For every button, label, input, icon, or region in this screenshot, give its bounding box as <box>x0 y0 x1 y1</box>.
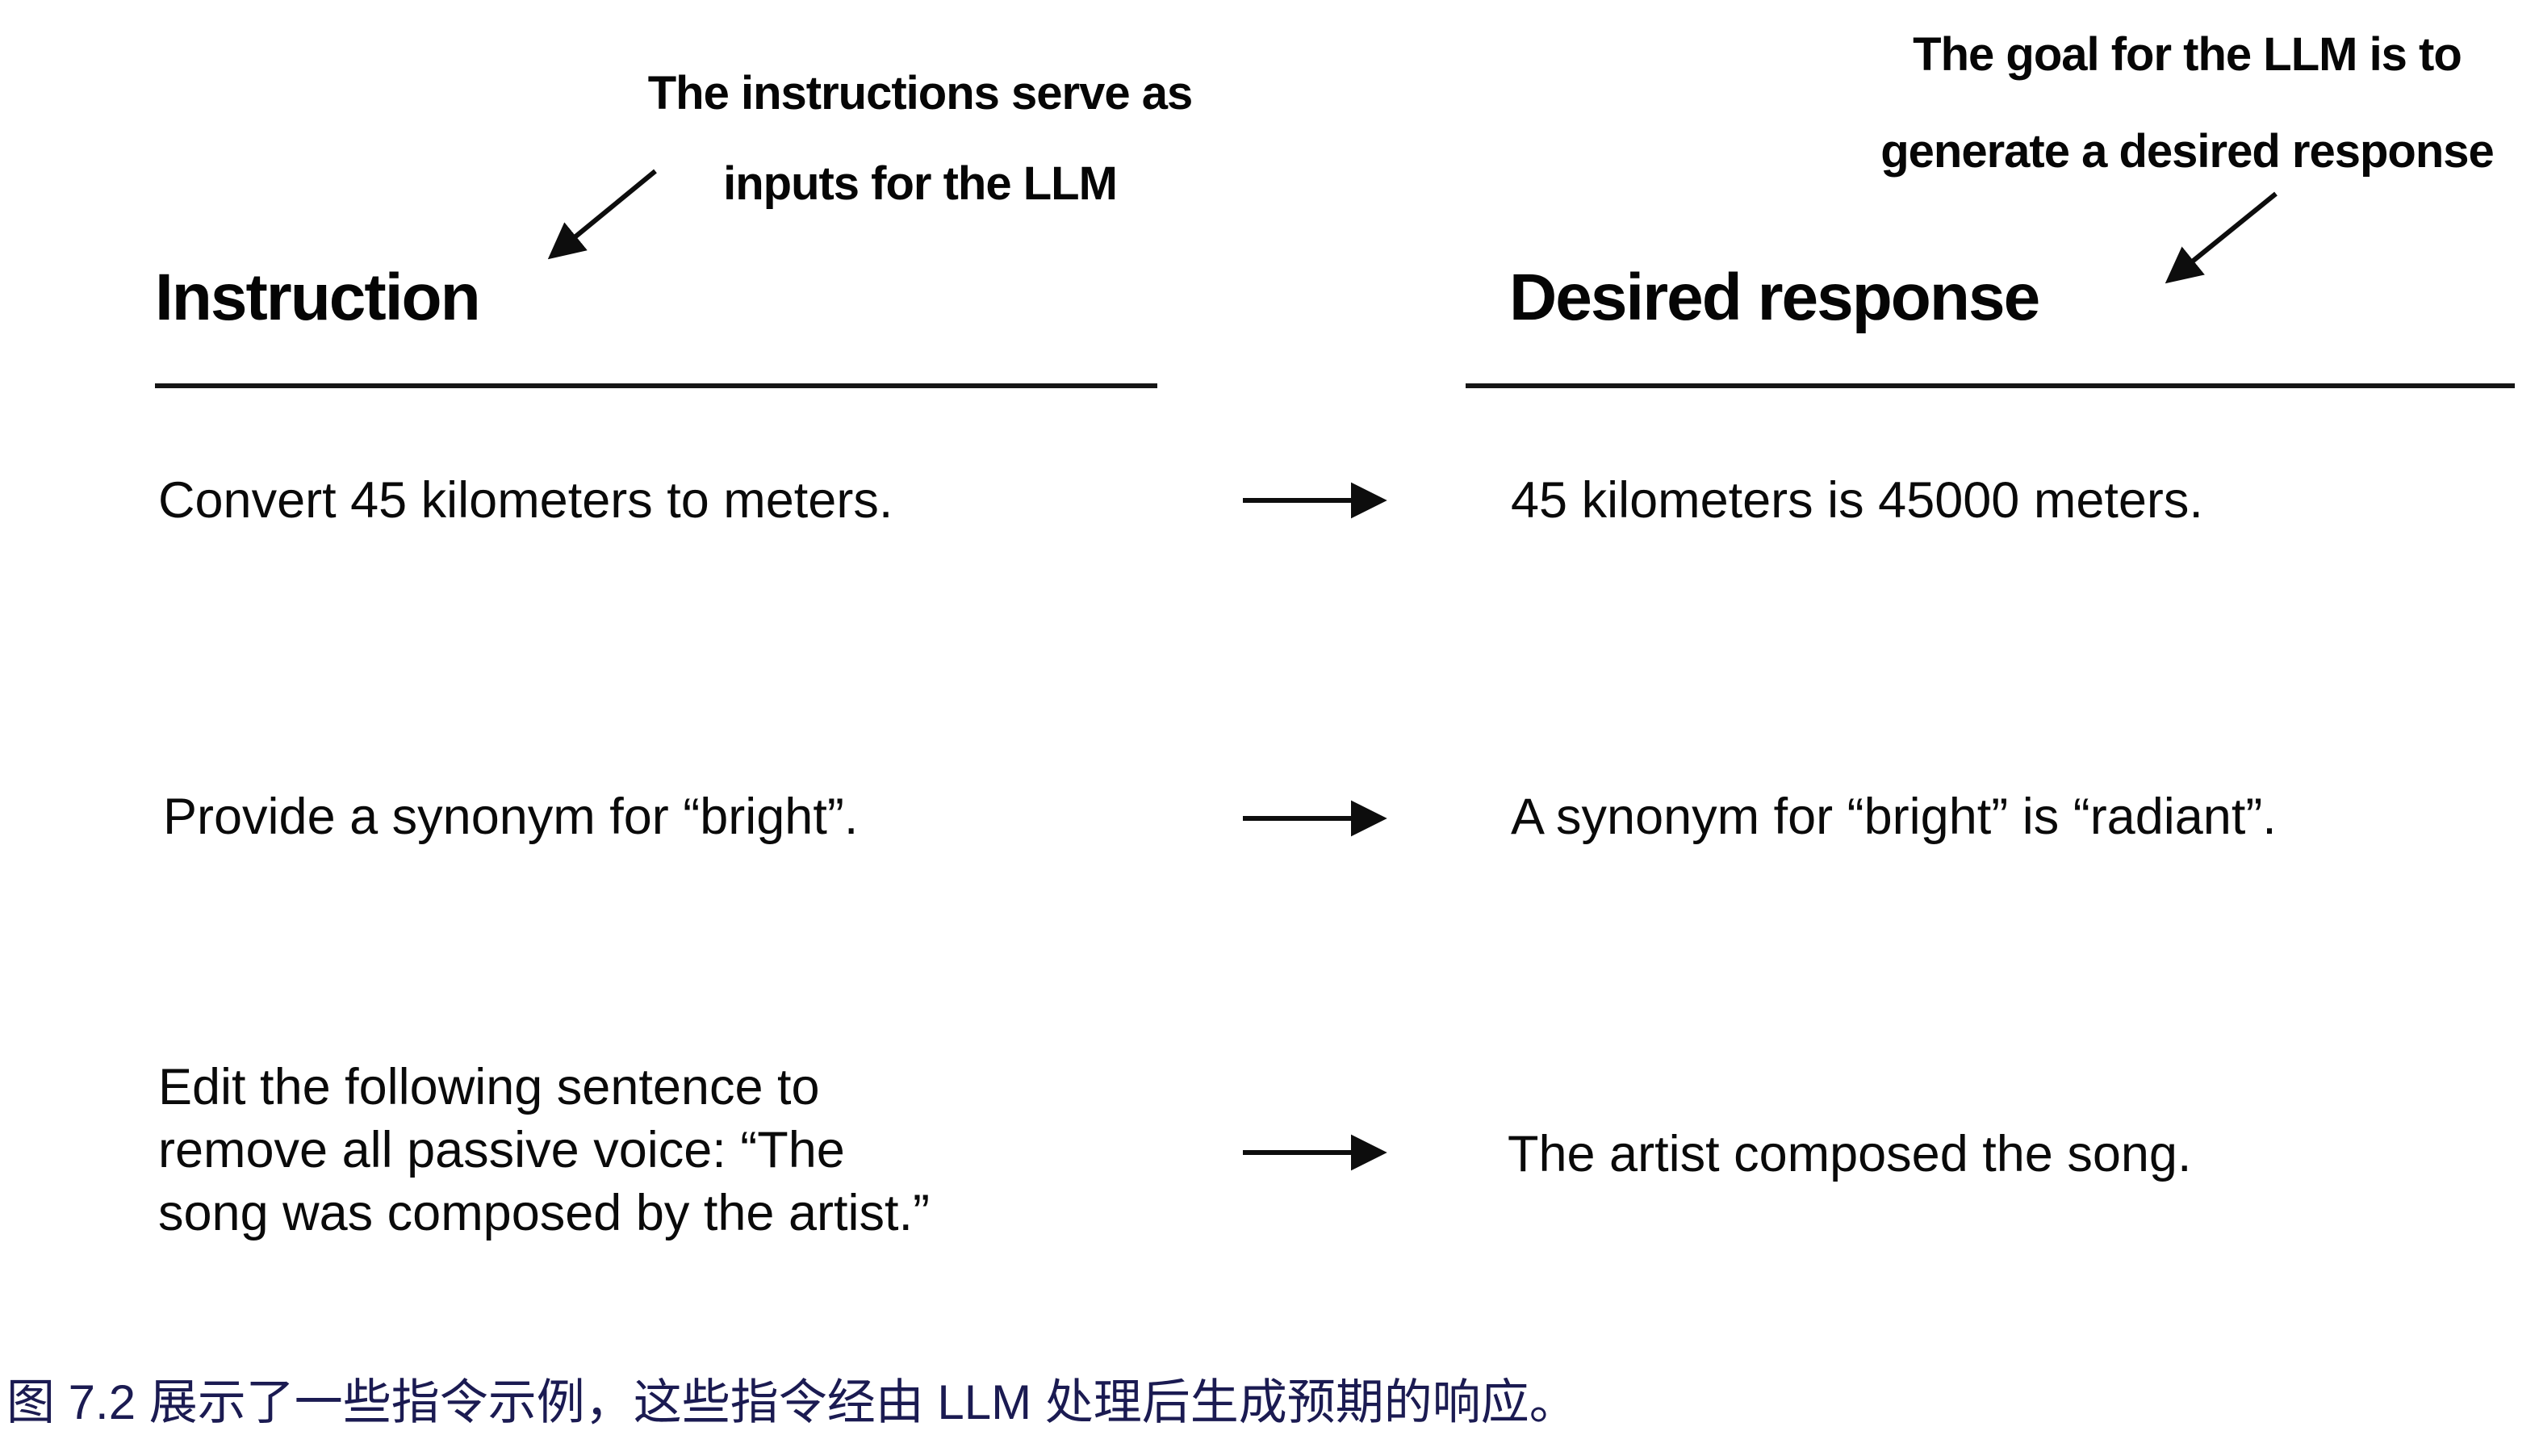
instruction-row-1: Convert 45 kilometers to meters. <box>158 472 893 529</box>
instruction-column-rule <box>155 383 1157 388</box>
annotation-instruction-inputs: The instructions serve as inputs for the… <box>647 67 1193 210</box>
column-header-instruction: Instruction <box>155 261 481 334</box>
instruction-row-3: Edit the following sentence to remove al… <box>158 1059 930 1241</box>
column-header-desired-response: Desired response <box>1509 261 2040 334</box>
response-column-rule <box>1466 383 2515 388</box>
response-row-3: The artist composed the song. <box>1508 1126 2192 1182</box>
annotation-arrow-response-icon <box>2165 191 2278 284</box>
figure-caption: 图 7.2 展示了一些指令示例，这些指令经由 LLM 处理后生成预期的响应。 <box>6 1375 1578 1429</box>
response-row-2: A synonym for “bright” is “radiant”. <box>1511 789 2277 845</box>
instruction-row-2: Provide a synonym for “bright”. <box>163 789 859 845</box>
annotation-llm-goal: The goal for the LLM is to generate a de… <box>1880 28 2495 178</box>
response-row-1: 45 kilometers is 45000 meters. <box>1511 472 2203 529</box>
